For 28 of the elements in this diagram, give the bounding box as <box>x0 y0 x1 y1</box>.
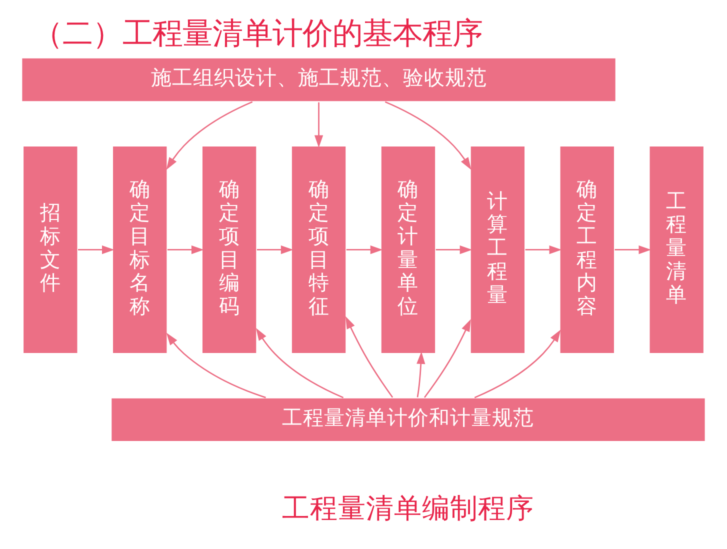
arrow <box>384 101 472 170</box>
arrow <box>416 352 426 398</box>
arrow <box>78 245 114 254</box>
node-box: 工程量清单计价和计量规范 <box>110 396 706 442</box>
node-box: 确定项目编码 <box>201 145 258 354</box>
node-box: 工程量清单 <box>648 145 705 354</box>
node-box: 确定目标名称 <box>112 145 168 354</box>
arrow <box>256 328 344 398</box>
arrow <box>166 101 253 170</box>
node-box: 确定工程内容 <box>558 145 616 354</box>
arrow <box>166 332 266 398</box>
node-box: 确定项目特征 <box>290 145 347 354</box>
node-box: 施工组织设计、施工规范、验收规范 <box>20 57 617 102</box>
arrow <box>525 245 562 254</box>
arrow <box>314 102 324 148</box>
node-box: 确定计量单位 <box>380 145 436 354</box>
arrow <box>436 245 472 254</box>
arrow <box>345 316 394 398</box>
node-box: 招标文件 <box>22 145 79 354</box>
arrow <box>614 245 652 254</box>
node-box: 计算工程量 <box>469 145 526 354</box>
arrow <box>256 245 294 254</box>
arrow <box>424 319 471 398</box>
diagram-title: （二）工程量清单计价的基本程序 <box>32 16 483 52</box>
arrow <box>474 330 561 398</box>
arrow <box>346 245 383 254</box>
arrow <box>167 245 204 254</box>
caption: 工程量清单编制程序 <box>282 492 534 524</box>
